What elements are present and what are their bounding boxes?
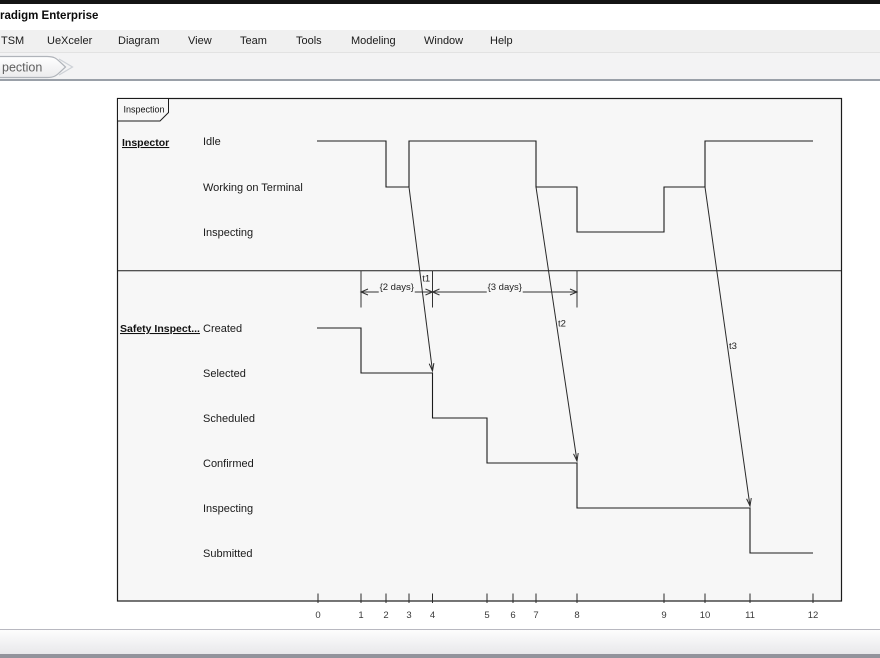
state-label: Idle [203, 136, 221, 148]
measure-arrow-left-icon [431, 288, 440, 296]
message-arrowhead-icon [746, 498, 752, 508]
tab-label[interactable]: pection [2, 61, 42, 75]
window-bottom-edge [0, 654, 880, 658]
message-arrowhead-icon [428, 363, 435, 373]
message-label: t1 [422, 274, 430, 285]
menu-item-modeling[interactable]: Modeling [351, 35, 396, 47]
tab-chevron-icon [58, 58, 74, 76]
lifeline-name: Inspector [122, 137, 169, 149]
ruler-tick-label: 7 [533, 610, 538, 621]
ruler-tick-label: 2 [383, 610, 388, 621]
ruler-tick-label: 9 [661, 610, 666, 621]
message-label: t3 [729, 341, 737, 352]
tab-strip: pection [0, 53, 880, 81]
menu-item-view[interactable]: View [188, 35, 212, 47]
title-bar: radigm Enterprise [0, 4, 880, 30]
menu-item-diagram[interactable]: Diagram [118, 35, 160, 47]
ruler-tick-label: 6 [510, 610, 515, 621]
ruler-tick-label: 0 [315, 610, 320, 621]
message-line [704, 186, 751, 507]
state-label: Confirmed [203, 458, 254, 470]
menu-item-window[interactable]: Window [424, 35, 464, 47]
menu-bar: TSM UeXceler Diagram View Team Tools Mod… [0, 30, 880, 53]
message-line [408, 186, 433, 372]
message-arrowhead-icon [573, 453, 579, 463]
ruler-tick-label: 11 [745, 610, 755, 621]
ruler-tick-label: 12 [808, 610, 819, 621]
menu-item-tools[interactable]: Tools [296, 35, 322, 47]
state-label: Created [203, 323, 242, 335]
menu-item-uexceler[interactable]: UeXceler [47, 35, 93, 47]
frame-label-pentagon [117, 98, 169, 122]
timeline-waveform-0 [317, 140, 813, 233]
window-title: radigm Enterprise [0, 10, 99, 22]
frame-label: Inspection [124, 105, 165, 115]
timeline-waveform-1 [317, 327, 813, 554]
state-label: Selected [203, 368, 246, 380]
measure-arrow-right-icon [569, 288, 579, 296]
menu-item-team[interactable]: Team [240, 35, 267, 47]
frame-border [116, 97, 843, 602]
bottom-panel [0, 629, 880, 654]
menu-item-help[interactable]: Help [490, 35, 513, 47]
ruler-tick-label: 4 [430, 610, 435, 621]
constraint-label: {2 days} [380, 282, 414, 293]
measure-arrow-left-icon [359, 288, 369, 296]
state-label: Inspecting [203, 503, 253, 515]
ruler-tick-label: 10 [700, 610, 711, 621]
state-label: Inspecting [203, 227, 253, 239]
diagram-tab[interactable] [0, 55, 67, 79]
ruler-tick-label: 1 [358, 610, 363, 621]
message-line [535, 186, 578, 462]
ruler-tick-label: 8 [574, 610, 579, 621]
state-label: Working on Terminal [203, 182, 303, 194]
ruler-tick-label: 3 [406, 610, 411, 621]
message-label: t2 [558, 319, 566, 330]
constraint-label: {3 days} [488, 282, 522, 293]
state-label: Submitted [203, 548, 253, 560]
menu-item-tsm[interactable]: TSM [1, 35, 25, 47]
lifeline-name: Safety Inspect... [120, 323, 200, 335]
ruler-tick-label: 5 [484, 610, 489, 621]
window-top-edge [0, 0, 880, 4]
state-label: Scheduled [203, 413, 255, 425]
